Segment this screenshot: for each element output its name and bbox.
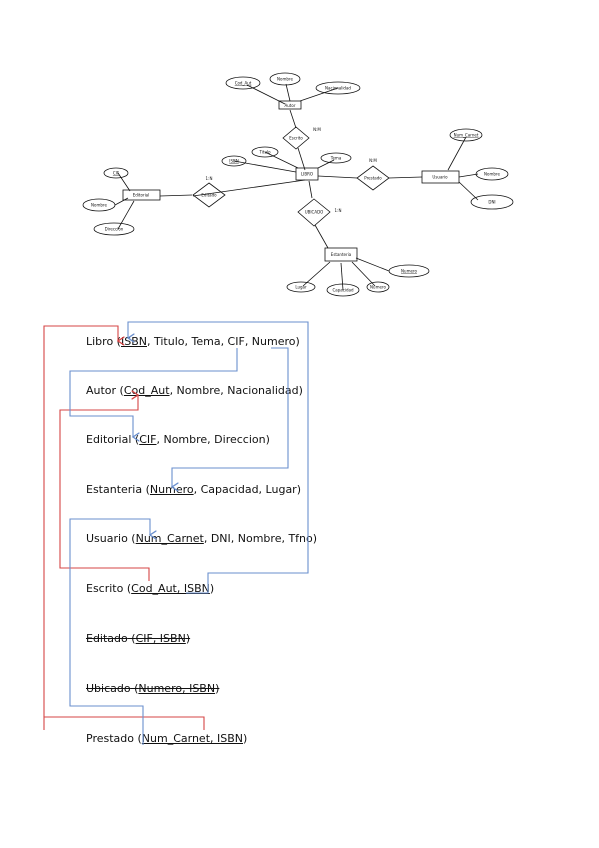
entity-autor: Autor [285,103,296,108]
attr-usuario-nombre: Nombre [484,172,500,177]
relation-name: Editado [86,632,128,645]
primary-key: Num_Carnet [135,532,204,545]
rel-editado: Editado [201,193,217,198]
attr-usuario-dni: DNI [488,200,495,205]
primary-key: Num_Carnet, ISBN [141,732,244,745]
primary-key: Numero [149,483,194,496]
entity-libro: LIBRO [301,172,313,177]
relation-editado: Editado (CIF, ISBN) [86,632,191,645]
primary-key: Cod_Aut [123,384,170,397]
attr-editorial-nombre: Nombre [91,203,107,208]
attr-libro-tema: Tema [330,156,342,161]
attr-autor-nacionalidad: Nacionalidad [325,86,351,91]
entity-editorial: Editorial [133,193,150,198]
relation-usuario: Usuario (Num_Carnet, DNI, Nombre, Tfno) [86,532,318,545]
card-ubicado: 1:N [335,208,342,213]
attr-estanteria-num: Numero [401,269,417,274]
card-escrito: N:M [313,127,321,132]
rel-ubicado: UBICADO [305,210,324,215]
relation-editorial: Editorial (CIF, Nombre, Direccion) [86,433,270,446]
relation-name: Ubicado [86,682,131,695]
card-editado: 1:N [206,176,213,181]
fk-escrito-to-libro [128,321,309,594]
primary-key: CIF [139,433,157,446]
relation-name: Escrito [86,582,124,595]
relation-name: Libro [86,335,114,348]
relation-ubicado: Ubicado (Numero, ISBN) [86,682,220,695]
attribute-list: , Nombre, Direccion [156,433,266,446]
attribute-list: , Titulo, Tema, CIF, Numero [147,335,296,348]
attr-libro-isbn: ISBN [229,159,238,164]
attr-editorial-direccion: Direccion [105,227,124,232]
primary-key: CIF, ISBN [135,632,186,645]
relation-name: Autor [86,384,117,397]
attr-autor-nombre: Nombre [277,77,293,82]
card-prestado: N:M [369,158,377,163]
entity-estanteria: Estanteria [331,252,352,257]
attr-autor-cod: Cod_Aut [235,81,252,86]
rel-escrito: Escrito [289,136,303,141]
primary-key: Numero, ISBN [138,682,216,695]
attr-libro-titulo: Titulo [258,150,271,155]
relation-autor: Autor (Cod_Aut, Nombre, Nacionalidad) [86,384,303,397]
attribute-list: , Capacidad, Lugar [193,483,297,496]
attribute-list: , DNI, Nombre, Tfno [203,532,313,545]
er-diagram: Cod_Aut Nombre Nacionalidad Autor Escrit… [82,72,514,297]
relation-name: Estanteria [86,483,143,496]
primary-key: Cod_Aut, ISBN [131,582,210,595]
attr-estanteria-capacidad: Capacidad [332,288,354,293]
relation-estanteria: Estanteria (Numero, Capacidad, Lugar) [86,483,301,496]
relation-prestado: Prestado (Num_Carnet, ISBN) [86,732,248,745]
attribute-list: , Nombre, Nacionalidad [169,384,299,397]
relation-name: Editorial [86,433,132,446]
attr-libro-numero: Numero [370,285,386,290]
relation-escrito: Escrito (Cod_Aut, ISBN) [86,582,215,595]
relation-libro: Libro (ISBN, Titulo, Tema, CIF, Numero) [86,335,300,348]
rel-prestado: Prestado [364,176,382,181]
relation-name: Usuario [86,532,128,545]
attr-estanteria-lugar: Lugar [295,285,307,290]
fk-prestado-isbn [43,716,205,730]
relation-name: Prestado [86,732,134,745]
entity-usuario: Usuario [432,175,448,180]
attr-editorial-cif: CIF [113,171,120,176]
primary-key: ISBN [120,335,147,348]
fk-libro-to-estanteria [172,347,289,487]
attr-usuario-carnet: Num_Carnet [454,133,479,138]
